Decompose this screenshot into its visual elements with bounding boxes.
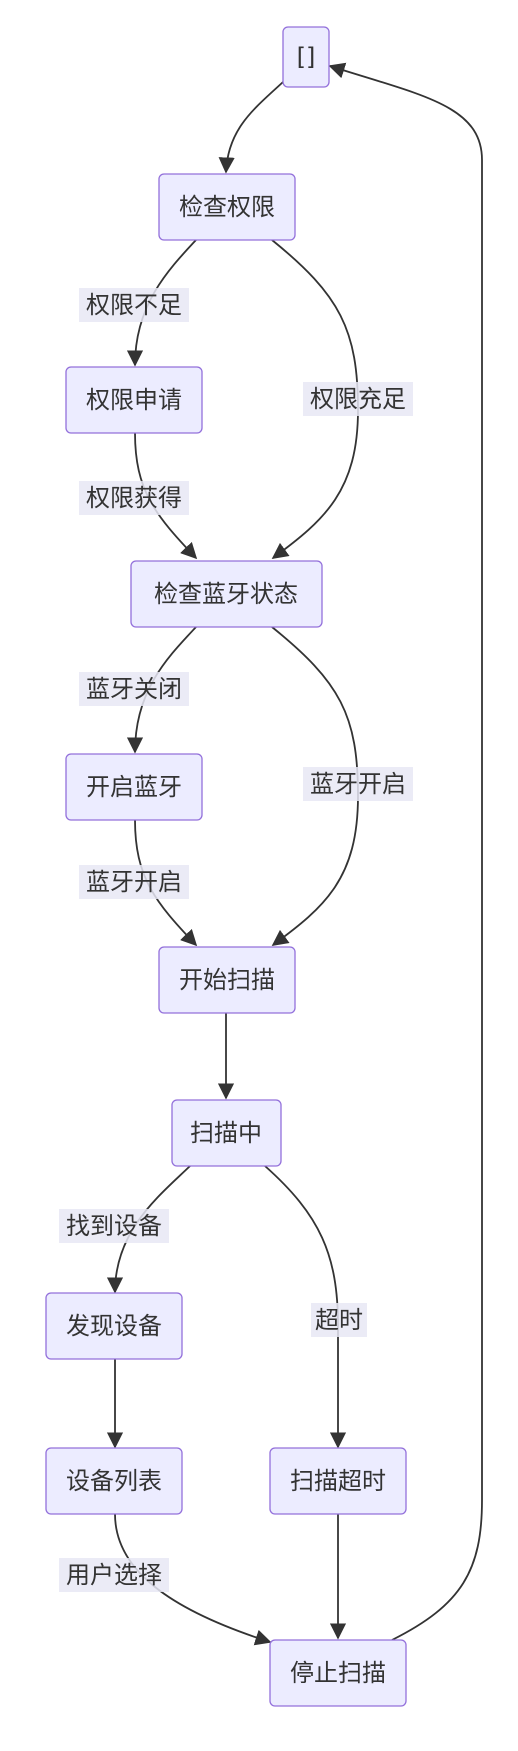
svg-text:权限不足: 权限不足 — [86, 291, 182, 319]
svg-text:检查蓝牙状态: 检查蓝牙状态 — [154, 580, 298, 608]
svg-text:超时: 超时 — [315, 1306, 363, 1334]
edge-label-permission-granted: 权限获得 — [79, 481, 189, 515]
edge-start-to-check-permission — [218, 81, 284, 174]
svg-text:权限获得: 权限获得 — [86, 484, 182, 512]
svg-text:发现设备: 发现设备 — [66, 1312, 162, 1340]
svg-text:开启蓝牙: 开启蓝牙 — [86, 773, 182, 801]
svg-text:蓝牙关闭: 蓝牙关闭 — [86, 675, 182, 703]
svg-text:蓝牙开启: 蓝牙开启 — [86, 868, 182, 896]
svg-text:检查权限: 检查权限 — [179, 193, 275, 221]
edge-label-bluetooth-off: 蓝牙关闭 — [79, 672, 189, 706]
edge-label-timeout: 超时 — [311, 1303, 367, 1337]
svg-text:停止扫描: 停止扫描 — [290, 1659, 386, 1687]
node-check-bluetooth[interactable]: 检查蓝牙状态 — [130, 560, 323, 628]
node-device-list[interactable]: 设备列表 — [45, 1447, 183, 1515]
edge-label-bluetooth-on: 蓝牙开启 — [303, 767, 413, 801]
edge-stop-scan-to-start — [328, 62, 483, 1641]
node-check-permission[interactable]: 检查权限 — [158, 173, 296, 241]
svg-text:扫描中: 扫描中 — [190, 1119, 262, 1147]
node-device-found[interactable]: 发现设备 — [45, 1292, 183, 1360]
node-scanning[interactable]: 扫描中 — [171, 1099, 282, 1167]
svg-text:权限申请: 权限申请 — [86, 386, 182, 414]
edge-label-device-located: 找到设备 — [59, 1209, 169, 1243]
edge-label-permission-sufficient: 权限充足 — [303, 382, 413, 416]
node-enable-bluetooth[interactable]: 开启蓝牙 — [65, 753, 203, 821]
node-start-scan[interactable]: 开始扫描 — [158, 946, 296, 1014]
edge-label-permission-denied: 权限不足 — [79, 288, 189, 322]
edge-label-bluetooth-on-after-enable: 蓝牙开启 — [79, 865, 189, 899]
svg-text:[]: [] — [297, 43, 316, 71]
svg-text:权限充足: 权限充足 — [310, 385, 406, 413]
svg-text:开始扫描: 开始扫描 — [179, 966, 275, 994]
svg-text:扫描超时: 扫描超时 — [290, 1467, 386, 1495]
svg-text:设备列表: 设备列表 — [66, 1467, 162, 1495]
svg-text:蓝牙开启: 蓝牙开启 — [310, 770, 406, 798]
node-stop-scan[interactable]: 停止扫描 — [269, 1639, 407, 1707]
svg-text:用户选择: 用户选择 — [66, 1561, 162, 1589]
svg-text:找到设备: 找到设备 — [66, 1212, 162, 1240]
node-request-permission[interactable]: 权限申请 — [65, 366, 203, 434]
node-scan-timeout[interactable]: 扫描超时 — [269, 1447, 407, 1515]
edge-label-user-select: 用户选择 — [59, 1558, 169, 1592]
node-start[interactable]: [] — [282, 26, 330, 88]
